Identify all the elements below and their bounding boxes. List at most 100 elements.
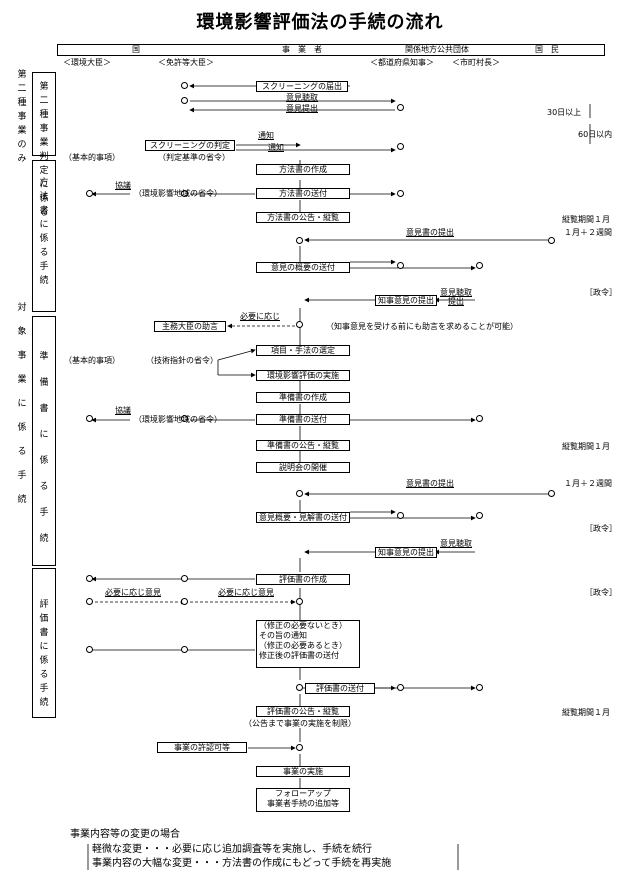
header-col-local: 関係地方公共団体 [405, 45, 469, 54]
label-notice2: 通知 [268, 143, 284, 152]
label-period2b: １月＋２週間 [564, 479, 612, 488]
box-screening-judge: スクリーニングの判定 [145, 140, 235, 151]
section-frame-hyouka [32, 568, 56, 718]
box-chiji-opinion1: 知事意見の提出 [375, 295, 437, 306]
node-circle [181, 97, 188, 104]
note-major-change: 事業内容の大幅な変更・・・方法書の作成にもどって手続を再実施 [92, 858, 392, 869]
node-circle [397, 190, 404, 197]
label-opinion-submit-line: 意見書の提出 [406, 228, 454, 237]
header-sub-env-minister: ＜環境大臣＞ [63, 58, 111, 67]
header-col-gov: 国 [132, 45, 140, 54]
box-followup: フォローアップ 事業者手続の追加等 [256, 788, 350, 812]
label-period1b: １月＋２週間 [564, 228, 612, 237]
node-circle [181, 646, 188, 653]
label-basic2: （基本的事項） [64, 356, 120, 365]
box-item-select: 項目・手法の選定 [256, 345, 350, 356]
node-circle [296, 321, 303, 328]
section-frame-judge [32, 72, 56, 156]
label-hearing3: 意見聴取 [440, 539, 472, 548]
node-circle [86, 598, 93, 605]
header-bar [57, 44, 605, 56]
node-circle [397, 684, 404, 691]
label-judge-order: （判定基準の省令） [158, 153, 230, 162]
box-opinion-view-send: 意見概要・見解書の送付 [256, 512, 350, 523]
label-basic: （基本的事項） [64, 153, 120, 162]
node-circle [86, 575, 93, 582]
box-screening-submit: スクリーニングの届出 [256, 81, 348, 92]
box-license-review: 事業の許認可等 [157, 742, 247, 753]
label-notice: 通知 [258, 131, 274, 140]
page-title: 環境影響評価法の手続の流れ [196, 12, 444, 33]
node-circle [397, 512, 404, 519]
box-briefing: 説明会の開催 [256, 462, 350, 473]
box-chiji-opinion2: 知事意見の提出 [375, 547, 437, 558]
box-hyouka-public: 評価書の公告・縦覧 [256, 706, 350, 717]
section-label-judge: 第二種事業判定に係る [39, 82, 49, 218]
label-env-order2: （環境影響地域の省令） [134, 415, 222, 424]
label-advice-note: （知事意見を受ける前にも助言を求めることが可能） [326, 322, 518, 331]
node-circle [86, 646, 93, 653]
label-tech-order: （技術指針の省令） [146, 356, 218, 365]
node-circle [548, 490, 555, 497]
node-circle [397, 143, 404, 150]
node-circle [181, 82, 188, 89]
node-circle [181, 415, 188, 422]
header-col-public: 国 民 [535, 45, 559, 54]
box-opinion-summary-send: 意見の概要の送付 [256, 262, 350, 273]
label-consult2: 協議 [115, 406, 131, 415]
label-days30: 30日以上 [547, 108, 582, 117]
box-houhou-create: 方法書の作成 [256, 164, 350, 175]
note-minor-change: 軽微な変更・・・必要に応じ追加調査等を実施し、手続を続行 [92, 844, 372, 855]
box-hyouka-correction: （修正の必要ないとき） その旨の通知 （修正の必要あるとき） 修正後の評価書の送… [256, 620, 360, 668]
label-env-order: （環境影響地域の省令） [134, 189, 222, 198]
label-gov-order2: ［政令］ [585, 524, 617, 533]
label-gov-order3: ［政令］ [585, 588, 617, 597]
node-circle [476, 262, 483, 269]
label-need-opinion2: 必要に応じ意見 [218, 588, 274, 597]
label-period2: 縦覧期間１月 [562, 442, 610, 451]
label-as-needed: 必要に応じ [240, 312, 280, 321]
node-circle [296, 744, 303, 751]
box-hyouka-create: 評価書の作成 [256, 574, 350, 585]
header-sub-mayor: ＜市町村長＞ [452, 58, 500, 67]
label-gov-order: ［政令］ [585, 288, 617, 297]
node-circle [476, 684, 483, 691]
box-project-run: 事業の実施 [256, 766, 350, 777]
node-circle [181, 575, 188, 582]
header-sub-governor: ＜都道府県知事＞ [370, 58, 434, 67]
box-houhou-public: 方法書の公告・縦覧 [256, 212, 350, 223]
label-opinion-hearing: 意見聴取 [286, 93, 318, 102]
node-circle [181, 598, 188, 605]
label-period1: 縦覧期間１月 [562, 215, 610, 224]
header-col-operator: 事 業 者 [282, 45, 322, 54]
section-label-hyouka: 評価書に係る手続 [39, 600, 49, 708]
section-label-target: 対象事業に係る手続 [17, 303, 27, 505]
box-junbi-public: 準備書の公告・縦覧 [256, 440, 350, 451]
section-frame-junbi [32, 316, 56, 566]
node-circle [296, 490, 303, 497]
node-circle [296, 684, 303, 691]
label-period3: 縦覧期間１月 [562, 708, 610, 717]
node-circle [296, 237, 303, 244]
label-opinion-submit: 意見提出 [286, 104, 318, 113]
node-circle [397, 262, 404, 269]
box-houhou-send: 方法書の送付 [256, 188, 350, 199]
note-heading: 事業内容等の変更の場合 [70, 829, 180, 840]
node-circle [86, 415, 93, 422]
section-label-junbi: 準備書に係る手続 [39, 352, 49, 544]
section-label-second-only: 第二種事業のみ [17, 70, 27, 164]
label-hearing2: 意見聴取 [440, 288, 472, 297]
header-sub-license-minister: ＜免許等大臣＞ [158, 58, 214, 67]
label-need-opinion1: 必要に応じ意見 [105, 588, 161, 597]
node-circle [86, 190, 93, 197]
section-label-houhou: 方法書に係る手続 [39, 178, 49, 286]
label-submit2: 提出 [448, 297, 464, 306]
label-public-note: （公告まで事業の実施を制限） [244, 719, 356, 728]
node-circle [397, 104, 404, 111]
box-survey: 環境影響評価の実施 [256, 370, 350, 381]
node-circle [181, 190, 188, 197]
node-circle [296, 598, 303, 605]
label-opinion-submit-line2: 意見書の提出 [406, 479, 454, 488]
label-consult: 協議 [115, 181, 131, 190]
node-circle [476, 512, 483, 519]
